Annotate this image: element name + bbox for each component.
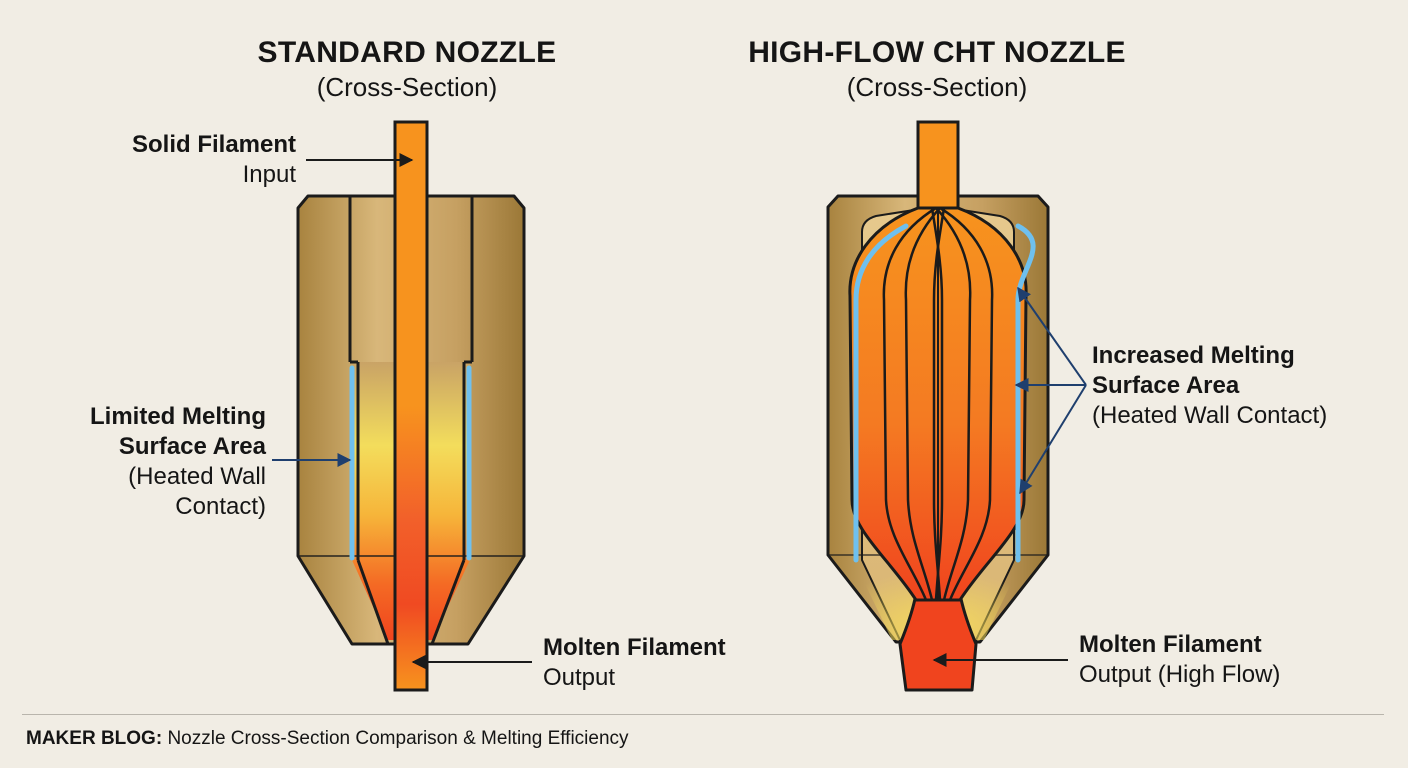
standard-molten-output-label: Molten Filament Output [543, 634, 726, 691]
cht-molten-flow [848, 120, 1028, 692]
standard-filament [393, 120, 429, 692]
standard-nozzle-subtitle: (Cross-Section) [316, 72, 498, 102]
cht-surface-arrows [1014, 286, 1087, 495]
increased-melting-surface-label: Increased Melting Surface Area (Heated W… [1092, 342, 1328, 429]
limited-melting-surface-label: Limited Melting Surface Area (Heated Wal… [90, 403, 266, 520]
footer-caption: MAKER BLOG: Nozzle Cross-Section Compari… [26, 728, 629, 750]
solid-filament-input-label: Solid Filament Input [131, 131, 296, 188]
standard-nozzle-title: STANDARD NOZZLE [257, 36, 557, 69]
footer-text: Nozzle Cross-Section Comparison & Meltin… [167, 728, 629, 749]
cht-nozzle-subtitle: (Cross-Section) [846, 72, 1028, 102]
footer-blog-label: MAKER BLOG: [26, 728, 163, 749]
cht-nozzle-title: HIGH-FLOW CHT NOZZLE [748, 36, 1126, 69]
footer-divider [22, 714, 1384, 715]
cht-molten-output-label: Molten Filament Output (High Flow) [1079, 631, 1281, 688]
